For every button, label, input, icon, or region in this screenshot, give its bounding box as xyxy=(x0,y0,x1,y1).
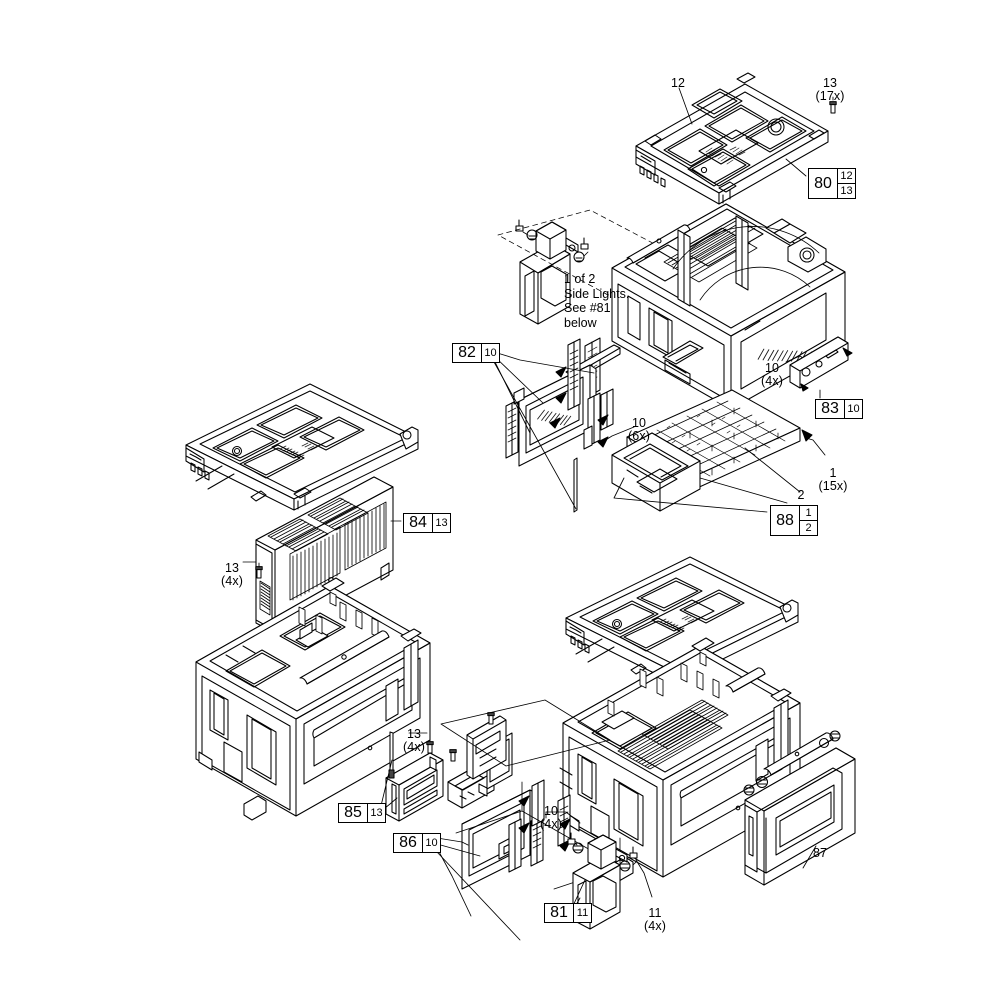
perforated-divider-tray-art xyxy=(611,389,826,513)
callout-82[interactable]: 82 10 xyxy=(452,343,500,363)
callout-85[interactable]: 85 13 xyxy=(338,803,386,823)
part-label-10-4x-lower: 10 (4x) xyxy=(540,804,562,831)
packout-main-box-art xyxy=(565,203,846,410)
callout-88-subs: 1 2 xyxy=(799,506,817,535)
callout-85-main: 85 xyxy=(344,804,362,821)
part-label-87: 87 xyxy=(812,846,828,860)
callout-82-main: 82 xyxy=(458,344,476,361)
callout-88-sub-1: 1 xyxy=(805,507,812,519)
callout-80-sub-1: 12 xyxy=(840,170,853,182)
vented-battery-cover-art xyxy=(242,476,402,634)
packout-lid-top-art xyxy=(635,72,837,205)
packout-lid-left-art xyxy=(185,383,419,511)
latch-bar-art xyxy=(789,336,853,399)
part-label-11-4x: 11 (4x) xyxy=(644,906,666,933)
callout-88[interactable]: 88 1 2 xyxy=(770,505,818,536)
speaker-grille-panel-art xyxy=(493,338,635,513)
part-label-12: 12 xyxy=(670,76,686,90)
part-label-13-4x-lower: 13 (4x) xyxy=(403,727,425,754)
callout-84-sub-1: 13 xyxy=(435,517,448,529)
callout-81[interactable]: 81 11 xyxy=(544,903,592,923)
part-label-2: 2 xyxy=(797,488,805,502)
callout-83-subs: 10 xyxy=(844,400,862,418)
part-label-10-6x: 10 (6x) xyxy=(628,416,650,443)
callout-83[interactable]: 83 10 xyxy=(815,399,863,419)
callout-80-sub-2: 13 xyxy=(838,183,855,198)
part-label-1-15x: 1 (15x) xyxy=(818,466,848,493)
callout-83-main: 83 xyxy=(821,400,839,417)
callout-84-subs: 13 xyxy=(432,514,450,532)
callout-86-subs: 10 xyxy=(422,834,440,852)
callout-88-sub-2: 2 xyxy=(800,520,817,535)
side-light-note: 1 of 2 Side Lights. See #81 below xyxy=(564,272,630,330)
callout-85-subs: 13 xyxy=(367,804,385,822)
left-chassis-assembly-art xyxy=(195,577,431,821)
callout-82-subs: 10 xyxy=(481,344,499,362)
callout-81-sub-1: 11 xyxy=(576,907,589,919)
callout-81-subs: 11 xyxy=(573,904,591,922)
part-label-13-4x-left: 13 (4x) xyxy=(221,561,243,588)
side-light-module-art xyxy=(497,209,701,325)
callout-88-main: 88 xyxy=(776,511,794,529)
callout-86-sub-1: 10 xyxy=(425,837,438,849)
control-module-art xyxy=(379,699,611,822)
callout-80-subs: 12 13 xyxy=(837,169,855,198)
callout-84-main: 84 xyxy=(409,514,427,531)
callout-84[interactable]: 84 13 xyxy=(403,513,451,533)
callout-80[interactable]: 80 12 13 xyxy=(808,168,856,199)
part-label-13-17x: 13 (17x) xyxy=(815,76,845,103)
callout-85-sub-1: 13 xyxy=(370,807,383,819)
callout-80-main: 80 xyxy=(814,174,832,192)
callout-82-sub-1: 10 xyxy=(484,347,497,359)
callout-83-sub-1: 10 xyxy=(847,403,860,415)
callout-86[interactable]: 86 10 xyxy=(393,833,441,853)
hinged-door-panel-art xyxy=(743,730,856,886)
part-label-10-4x-top: 10 (4x) xyxy=(761,361,783,388)
callout-81-main: 81 xyxy=(550,904,568,921)
callout-86-main: 86 xyxy=(399,834,417,851)
